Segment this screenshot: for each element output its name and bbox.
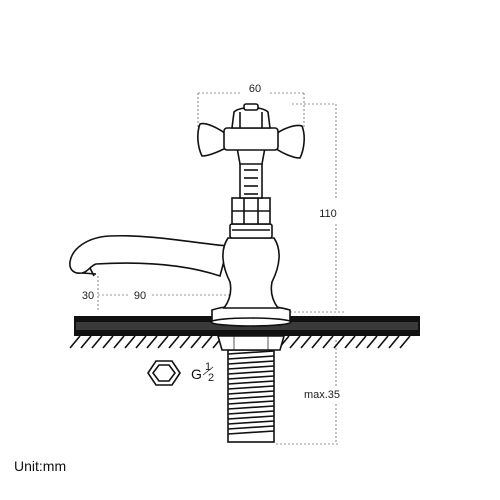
tap-body bbox=[210, 159, 292, 327]
dim-spout-reach: 90 bbox=[134, 290, 146, 302]
hexagon-nut-icon bbox=[147, 360, 181, 386]
dim-total-height: 110 bbox=[319, 208, 337, 220]
dim-max-thread: max.35 bbox=[304, 389, 340, 401]
spout bbox=[69, 234, 230, 278]
crosshead-handle bbox=[197, 103, 305, 165]
threaded-tail bbox=[216, 335, 286, 443]
dim-handle-width: 60 bbox=[249, 83, 261, 95]
unit-label: Unit:mm bbox=[14, 458, 66, 474]
thread-size-denominator: 2 bbox=[208, 372, 214, 384]
dim-spout-height: 30 bbox=[82, 290, 94, 302]
thread-size-numerator: 1 bbox=[205, 361, 211, 373]
thread-size-prefix: G bbox=[191, 366, 202, 382]
